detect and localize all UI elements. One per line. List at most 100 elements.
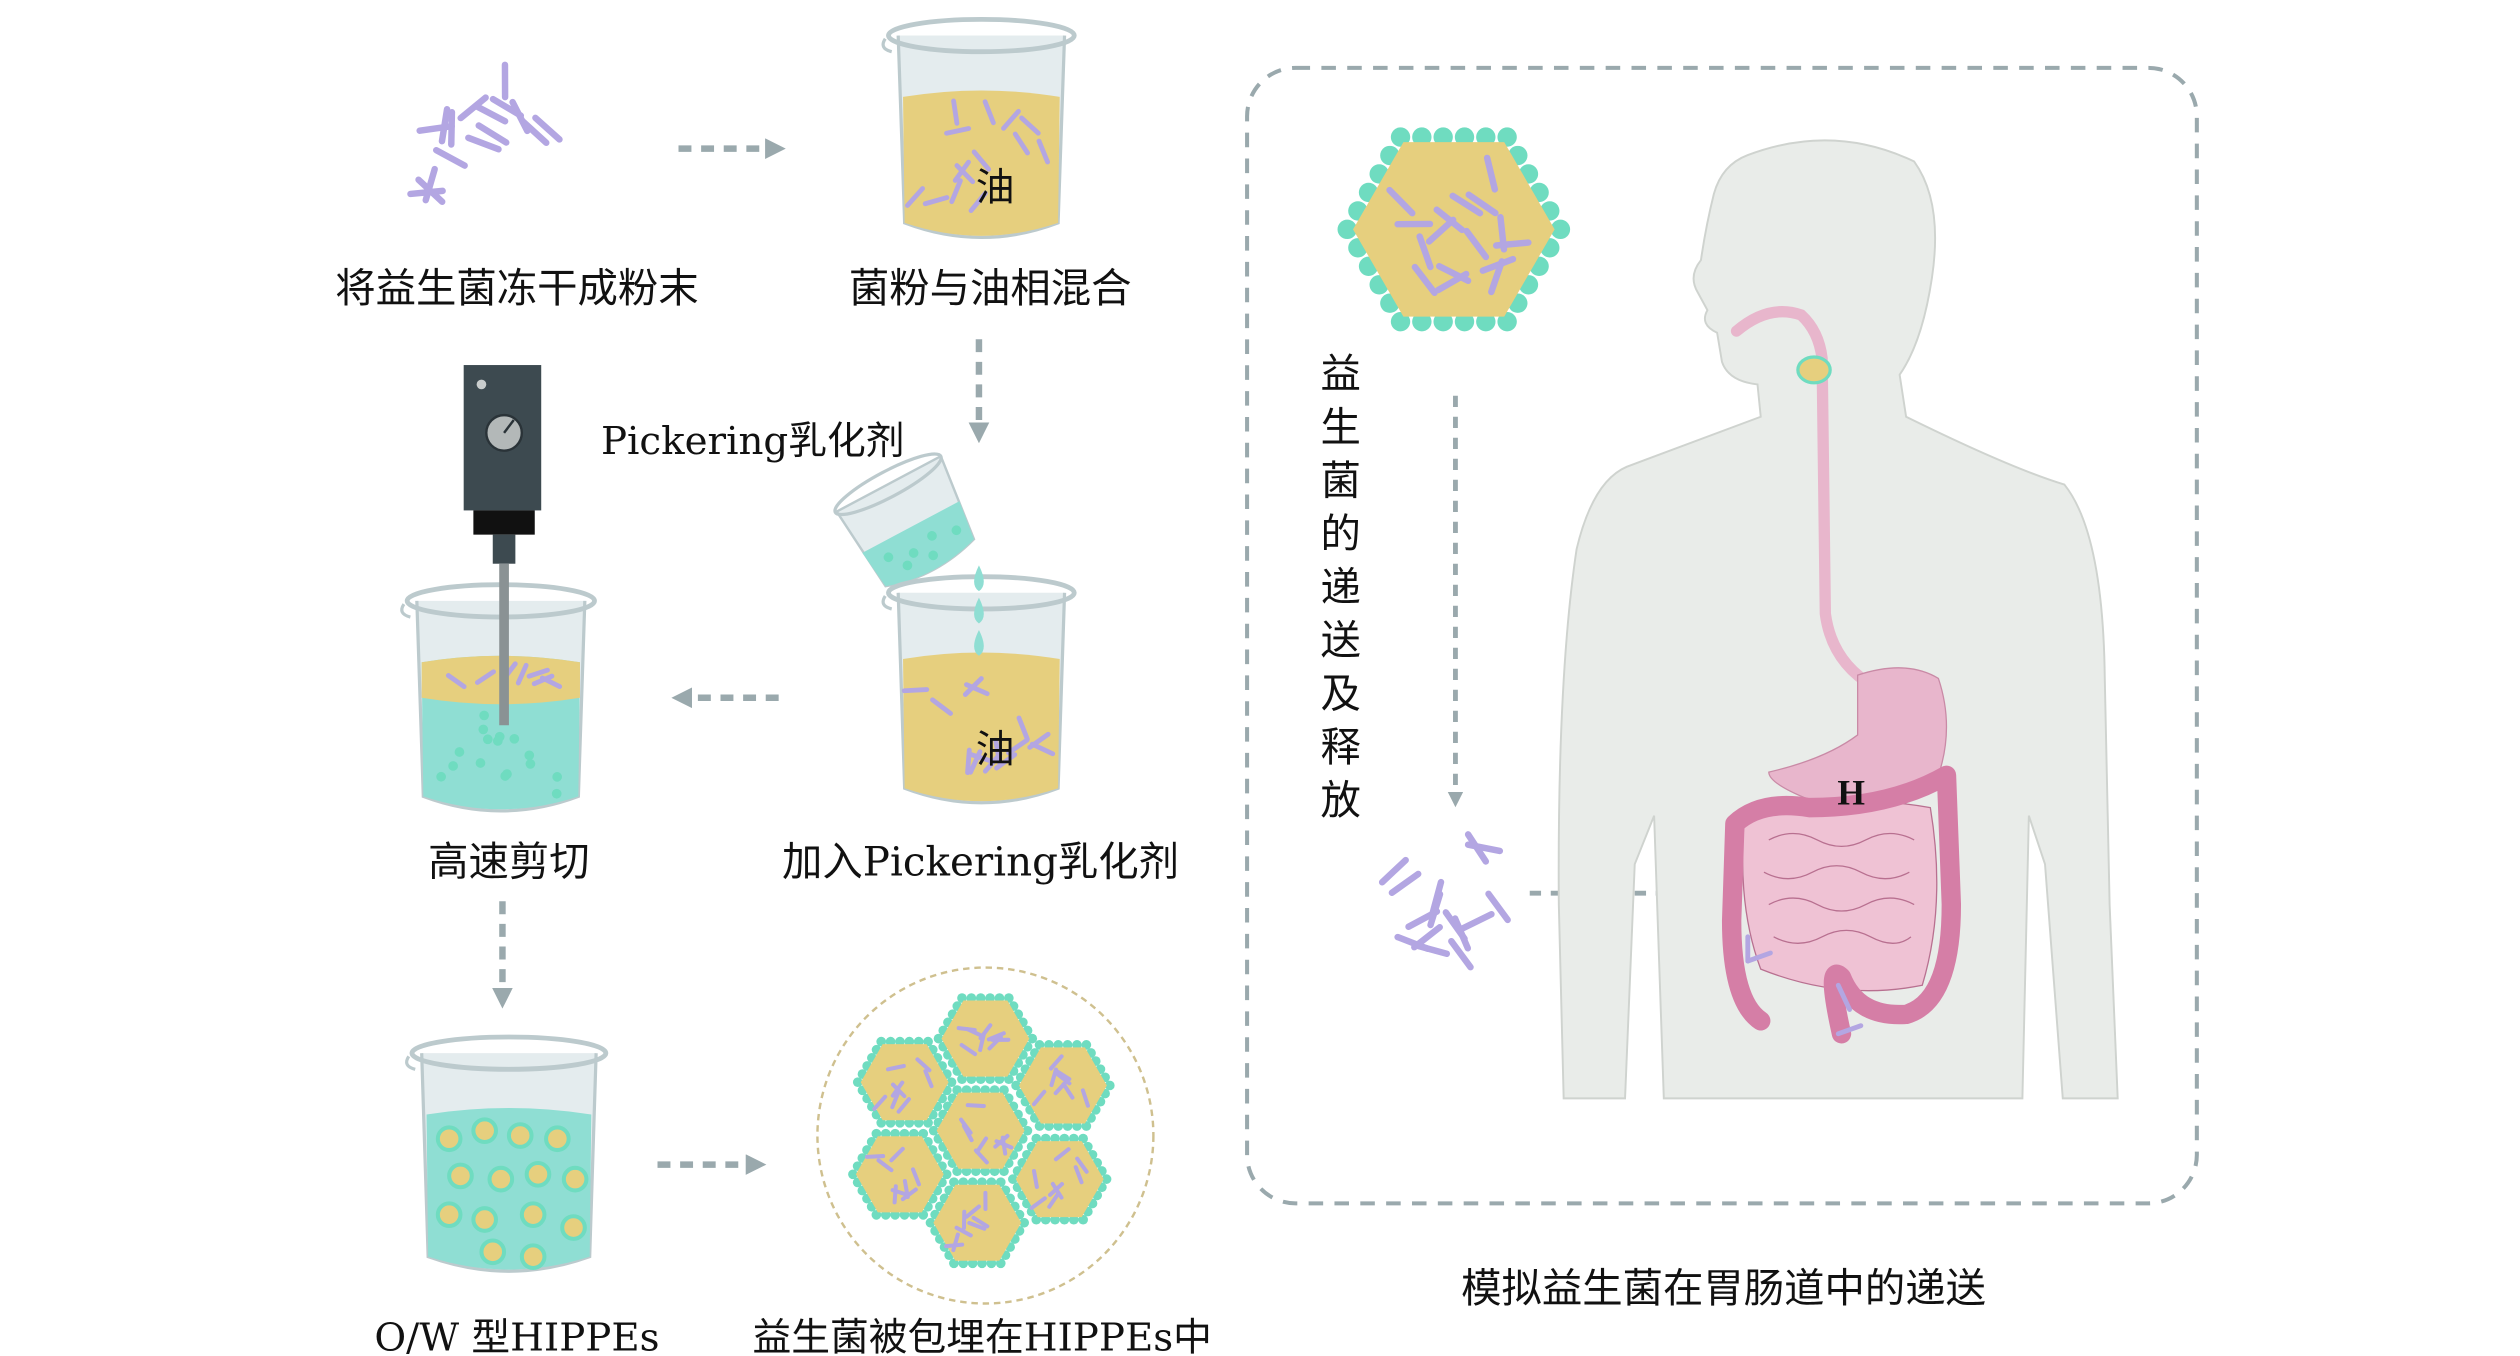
bacterium-rod <box>944 126 972 136</box>
bacterium-rod <box>532 114 563 143</box>
emulsifier-particle <box>852 1077 863 1088</box>
homogenizer-shaft <box>499 563 509 726</box>
emulsifier-particle <box>1068 1214 1079 1225</box>
encapsulated-hippes-cluster-icon <box>816 966 1155 1305</box>
emulsifier-particle <box>995 1177 1006 1188</box>
bacterium-rod <box>968 749 983 775</box>
bacterium-rod <box>1000 1135 1008 1156</box>
bacterium-rod <box>1053 1147 1071 1162</box>
emulsifier-particle <box>1390 127 1411 147</box>
emulsifier-particle <box>999 1085 1009 1095</box>
bacterium-rod <box>1411 263 1438 296</box>
bacterium-rod <box>1463 227 1490 261</box>
bacterium-rod <box>1465 191 1499 217</box>
emulsifier-particle <box>1078 1133 1088 1144</box>
vertical-label-char: 菌 <box>1321 457 1361 504</box>
emulsifier-particle <box>904 1117 915 1128</box>
emulsifier-particle <box>1390 311 1411 332</box>
bacterium-rod <box>975 1136 989 1154</box>
emulsifier-particle <box>1072 1040 1082 1050</box>
bacterium-rod <box>1459 910 1495 932</box>
vertical-label-char: 递 <box>1321 564 1361 611</box>
emulsifier-particle <box>985 1074 995 1085</box>
hippes-droplet-icon <box>1337 127 1571 332</box>
bacterium-rod <box>1436 262 1472 284</box>
bacterium-rod <box>922 195 950 207</box>
bacterium-rod <box>954 163 976 185</box>
bacterium-rod <box>1497 213 1508 253</box>
emulsifier-particle <box>952 1166 962 1177</box>
emulsifier-particle <box>971 1085 981 1095</box>
emulsifier-particle <box>913 1117 924 1128</box>
bacterium-rod <box>1388 870 1422 896</box>
bacterium-rod <box>1031 1169 1039 1189</box>
bacterium-rod <box>923 1069 934 1089</box>
emulsifier-particle <box>961 1166 972 1177</box>
emulsifier-particle <box>885 1036 896 1047</box>
emulsifier-particle <box>957 1074 967 1085</box>
emulsifier-particle <box>949 1258 959 1269</box>
emulsifier-particle <box>1031 1133 1042 1144</box>
emulsifier-particle <box>980 1085 991 1095</box>
digestive-tract-icon <box>1721 306 1962 1044</box>
emulsifier-particle <box>1078 1214 1088 1225</box>
emulsifier-particle <box>1497 127 1517 147</box>
bacterium-rod <box>978 1023 993 1041</box>
emulsifier-particle <box>967 1177 978 1188</box>
hippes-droplet <box>479 1238 507 1266</box>
bacterium-rod <box>1485 890 1511 924</box>
emulsifier-particle <box>986 1177 997 1188</box>
bacterium-rod <box>1053 1068 1072 1082</box>
emulsifier-particle <box>1104 1080 1115 1091</box>
bacterium-rod <box>1006 737 1030 756</box>
bacterium-rod <box>959 1117 973 1135</box>
emulsifier-particle <box>880 1128 891 1139</box>
emulsifier-particle <box>913 1036 924 1047</box>
hippes-droplet <box>471 1206 499 1233</box>
emulsifier-particle <box>995 1258 1006 1269</box>
emulsifier-particle <box>967 1258 978 1269</box>
hippes-droplet <box>447 1162 474 1190</box>
emulsifier-particle <box>1059 1133 1070 1144</box>
vertical-label-char: 益 <box>1321 351 1361 398</box>
bacterium-rod <box>968 190 988 214</box>
emulsifier-particle <box>989 1085 1000 1095</box>
emulsifier-particle <box>1454 311 1475 332</box>
emulsifier-particle <box>994 993 1005 1003</box>
bacterium-rod <box>986 1031 1006 1042</box>
bacterium-rod <box>1425 216 1457 245</box>
delivery-caption: 模拟益生菌在胃肠道中的递送 <box>1461 1265 1986 1312</box>
bacterium-rod <box>896 1097 911 1114</box>
bacterium-rod <box>951 98 960 126</box>
emulsifier-particle <box>1476 311 1496 332</box>
bacterium-rod <box>951 1232 960 1253</box>
emulsifier-particle <box>1003 1074 1014 1085</box>
emulsifier-particle <box>876 1036 887 1047</box>
bacterium-rod <box>971 149 992 172</box>
emulsifier-particle <box>918 1128 929 1139</box>
emulsifier-label: Pickering乳化剂 <box>601 419 905 464</box>
emulsifier-particle <box>971 1166 981 1177</box>
bacterium-rod <box>915 1057 932 1073</box>
emulsifier-particle <box>895 1036 905 1047</box>
emulsifier-particle <box>909 1210 919 1220</box>
freeze-dried-bacteria-icon <box>407 61 563 205</box>
bacterium-rod <box>952 159 971 183</box>
bacterium-rod <box>1411 924 1443 951</box>
emulsifier-particle <box>1027 1033 1038 1044</box>
emulsifier-particle <box>999 1166 1009 1177</box>
hippes-droplet <box>561 1165 589 1193</box>
bacterium-rod <box>515 662 529 686</box>
bacterium-rod <box>445 673 467 690</box>
emulsifier-particle <box>1412 311 1432 332</box>
vertical-label-char: 送 <box>1321 617 1361 664</box>
bacterium-rod <box>474 669 496 685</box>
bacterium-rod <box>1036 138 1050 165</box>
oil-label-1: 油 <box>976 165 1015 210</box>
bacterium-rod <box>954 1225 973 1238</box>
emulsifier-particle <box>1053 1040 1064 1050</box>
emulsifier-particle <box>1031 1214 1042 1225</box>
bacterium-rod <box>892 1184 898 1205</box>
